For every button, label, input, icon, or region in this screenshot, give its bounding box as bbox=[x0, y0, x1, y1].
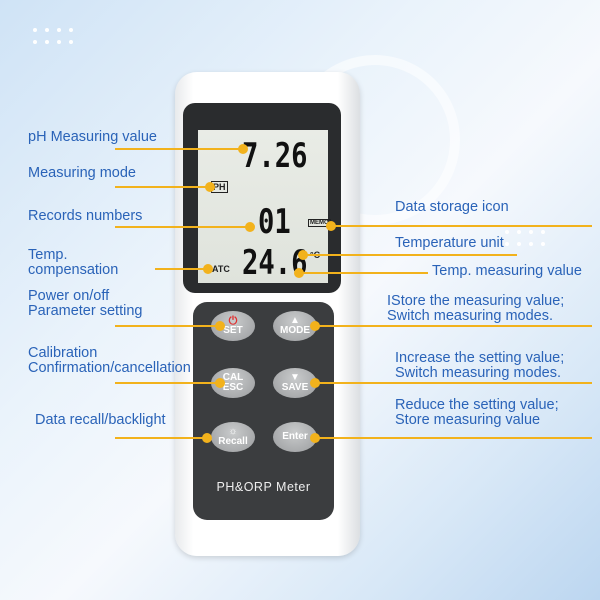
leader-dot bbox=[326, 221, 336, 231]
ph-reading: 7.26 bbox=[242, 136, 308, 176]
label-mode: IStore the measuring value;Switch measur… bbox=[387, 294, 564, 324]
leader-dot bbox=[203, 264, 213, 274]
esc-label: ESC bbox=[222, 382, 244, 393]
label-line: Store measuring value bbox=[395, 412, 541, 428]
label-line: Reduce the setting value; bbox=[395, 397, 559, 413]
label-line: Calibration bbox=[28, 345, 98, 361]
label-line: Confirmation/cancellation bbox=[28, 360, 191, 376]
leader-line bbox=[115, 382, 220, 384]
label-line: Temp. bbox=[28, 247, 68, 263]
label-line: Increase the setting value; bbox=[395, 350, 565, 366]
enter-label: Enter bbox=[282, 431, 308, 442]
atc-icon: ATC bbox=[212, 264, 230, 274]
leader-line bbox=[155, 268, 210, 270]
leader-line bbox=[302, 254, 517, 256]
backlight-icon: ☼ bbox=[228, 426, 238, 437]
leader-dot bbox=[215, 321, 225, 331]
label-temp-value: Temp. measuring value bbox=[432, 263, 582, 279]
record-number: 01 bbox=[258, 202, 291, 242]
leader-dot bbox=[310, 321, 320, 331]
set-label: SET bbox=[223, 325, 243, 336]
up-arrow-icon: ▲ bbox=[290, 315, 300, 326]
label-measuring-mode: Measuring mode bbox=[28, 165, 136, 181]
leader-line bbox=[115, 186, 210, 188]
leader-dot bbox=[298, 250, 308, 260]
save-button[interactable]: ▼SAVE bbox=[273, 368, 317, 398]
mode-label: MODE bbox=[280, 325, 310, 336]
leader-dot bbox=[205, 182, 215, 192]
decorative-dots bbox=[505, 230, 545, 246]
label-line: Parameter setting bbox=[28, 303, 143, 319]
label-line: Power on/off bbox=[28, 288, 110, 304]
leader-line bbox=[115, 437, 205, 439]
label-storage: Data storage icon bbox=[395, 199, 509, 215]
label-line: Switch measuring modes. bbox=[387, 308, 554, 324]
label-line: Switch measuring modes. bbox=[395, 365, 562, 381]
decorative-dots bbox=[33, 28, 73, 44]
label-ph-value: pH Measuring value bbox=[28, 129, 157, 145]
leader-line bbox=[314, 325, 592, 327]
label-line: compensation bbox=[28, 262, 119, 278]
leader-dot bbox=[310, 433, 320, 443]
device-name: PH&ORP Meter bbox=[216, 480, 311, 494]
power-icon: ⏻ bbox=[228, 315, 238, 327]
leader-dot bbox=[245, 222, 255, 232]
leader-line bbox=[115, 325, 220, 327]
label-line: IStore the measuring value; bbox=[387, 293, 565, 309]
cal-label: CAL bbox=[222, 372, 244, 383]
enter-button[interactable]: Enter bbox=[273, 422, 317, 452]
leader-line bbox=[298, 272, 428, 274]
leader-line bbox=[314, 382, 592, 384]
leader-dot bbox=[294, 268, 304, 278]
recall-button[interactable]: ☼Recall bbox=[211, 422, 255, 452]
leader-line bbox=[314, 437, 592, 439]
leader-line bbox=[330, 225, 592, 227]
label-temp-unit: Temperature unit bbox=[395, 235, 504, 251]
leader-line bbox=[115, 226, 250, 228]
leader-dot bbox=[310, 378, 320, 388]
label-enter: Reduce the setting value;Store measuring… bbox=[395, 398, 559, 428]
mode-button[interactable]: ▲MODE bbox=[273, 311, 317, 341]
lcd-display: 7.26 PH 01 MEMO 24.6 °C ATC bbox=[198, 130, 331, 283]
label-recall: Data recall/backlight bbox=[35, 412, 166, 428]
recall-label: Recall bbox=[218, 436, 248, 447]
label-records: Records numbers bbox=[28, 208, 143, 224]
leader-dot bbox=[202, 433, 212, 443]
save-label: SAVE bbox=[281, 382, 309, 393]
leader-line bbox=[115, 148, 243, 150]
label-save: Increase the setting value;Switch measur… bbox=[395, 351, 564, 381]
leader-dot bbox=[238, 144, 248, 154]
down-arrow-icon: ▼ bbox=[290, 372, 300, 383]
leader-dot bbox=[215, 378, 225, 388]
label-temp-comp: Temp.compensation bbox=[28, 248, 118, 278]
